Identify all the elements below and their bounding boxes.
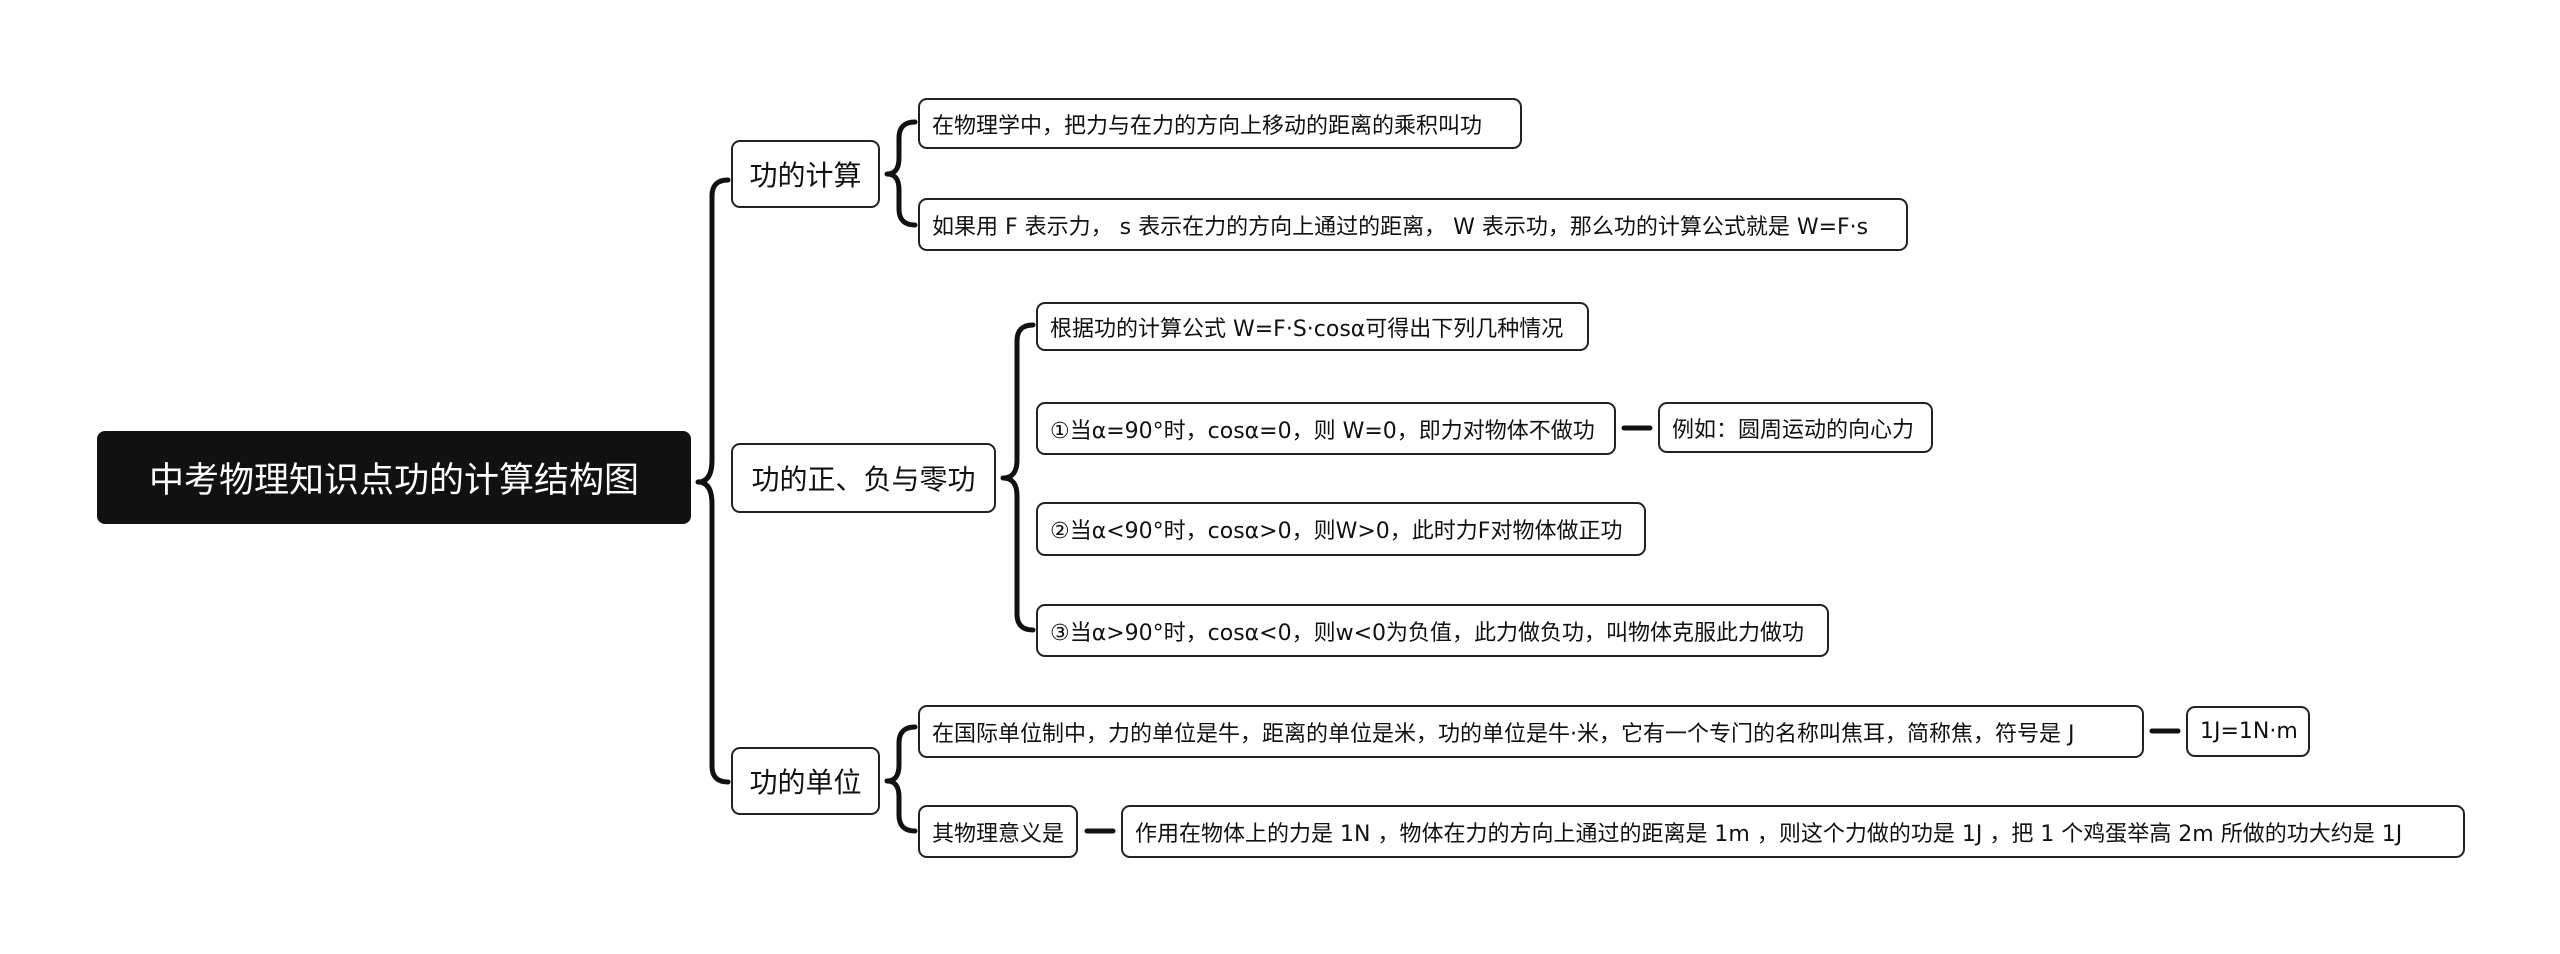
branch2-bracket: [1000, 322, 1036, 633]
branch-work-unit[interactable]: 功的单位: [731, 747, 880, 815]
branch-work-calculation[interactable]: 功的计算: [731, 140, 880, 208]
leaf-case-positive-work[interactable]: ②当α<90°时，cosα>0，则W>0，此时力F对物体做正功: [1036, 502, 1646, 556]
leaf-case-negative-work[interactable]: ③当α>90°时，cosα<0，则w<0为负值，此力做负功，叫物体克服此力做功: [1036, 604, 1829, 657]
leaf-unit-equation[interactable]: 1J=1N·m: [2186, 706, 2310, 757]
leaf-work-definition[interactable]: 在物理学中，把力与在力的方向上移动的距离的乘积叫功: [918, 98, 1522, 149]
leaf-physical-meaning[interactable]: 其物理意义是: [918, 805, 1078, 858]
leaf-formula-cos[interactable]: 根据功的计算公式 W=F·S·cosα可得出下列几种情况: [1036, 302, 1589, 351]
leaf-example-centripetal[interactable]: 例如：圆周运动的向心力: [1658, 402, 1933, 453]
branch1-bracket: [884, 119, 918, 228]
leaf-work-formula[interactable]: 如果用 F 表示力， s 表示在力的方向上通过的距离， W 表示功，那么功的计算…: [918, 198, 1908, 251]
leaf-meaning-detail[interactable]: 作用在物体上的力是 1N ，物体在力的方向上通过的距离是 1m ，则这个力做的功…: [1121, 805, 2465, 858]
leaf-si-unit[interactable]: 在国际单位制中，力的单位是牛，距离的单位是米，功的单位是牛·米，它有一个专门的名…: [918, 705, 2144, 758]
branch3-bracket: [884, 724, 918, 834]
root-title[interactable]: 中考物理知识点功的计算结构图: [97, 431, 691, 524]
leaf-case-zero-work[interactable]: ①当α=90°时，cosα=0，则 W=0，即力对物体不做功: [1036, 402, 1616, 455]
root-bracket: [695, 177, 731, 785]
branch-work-sign[interactable]: 功的正、负与零功: [731, 443, 996, 513]
